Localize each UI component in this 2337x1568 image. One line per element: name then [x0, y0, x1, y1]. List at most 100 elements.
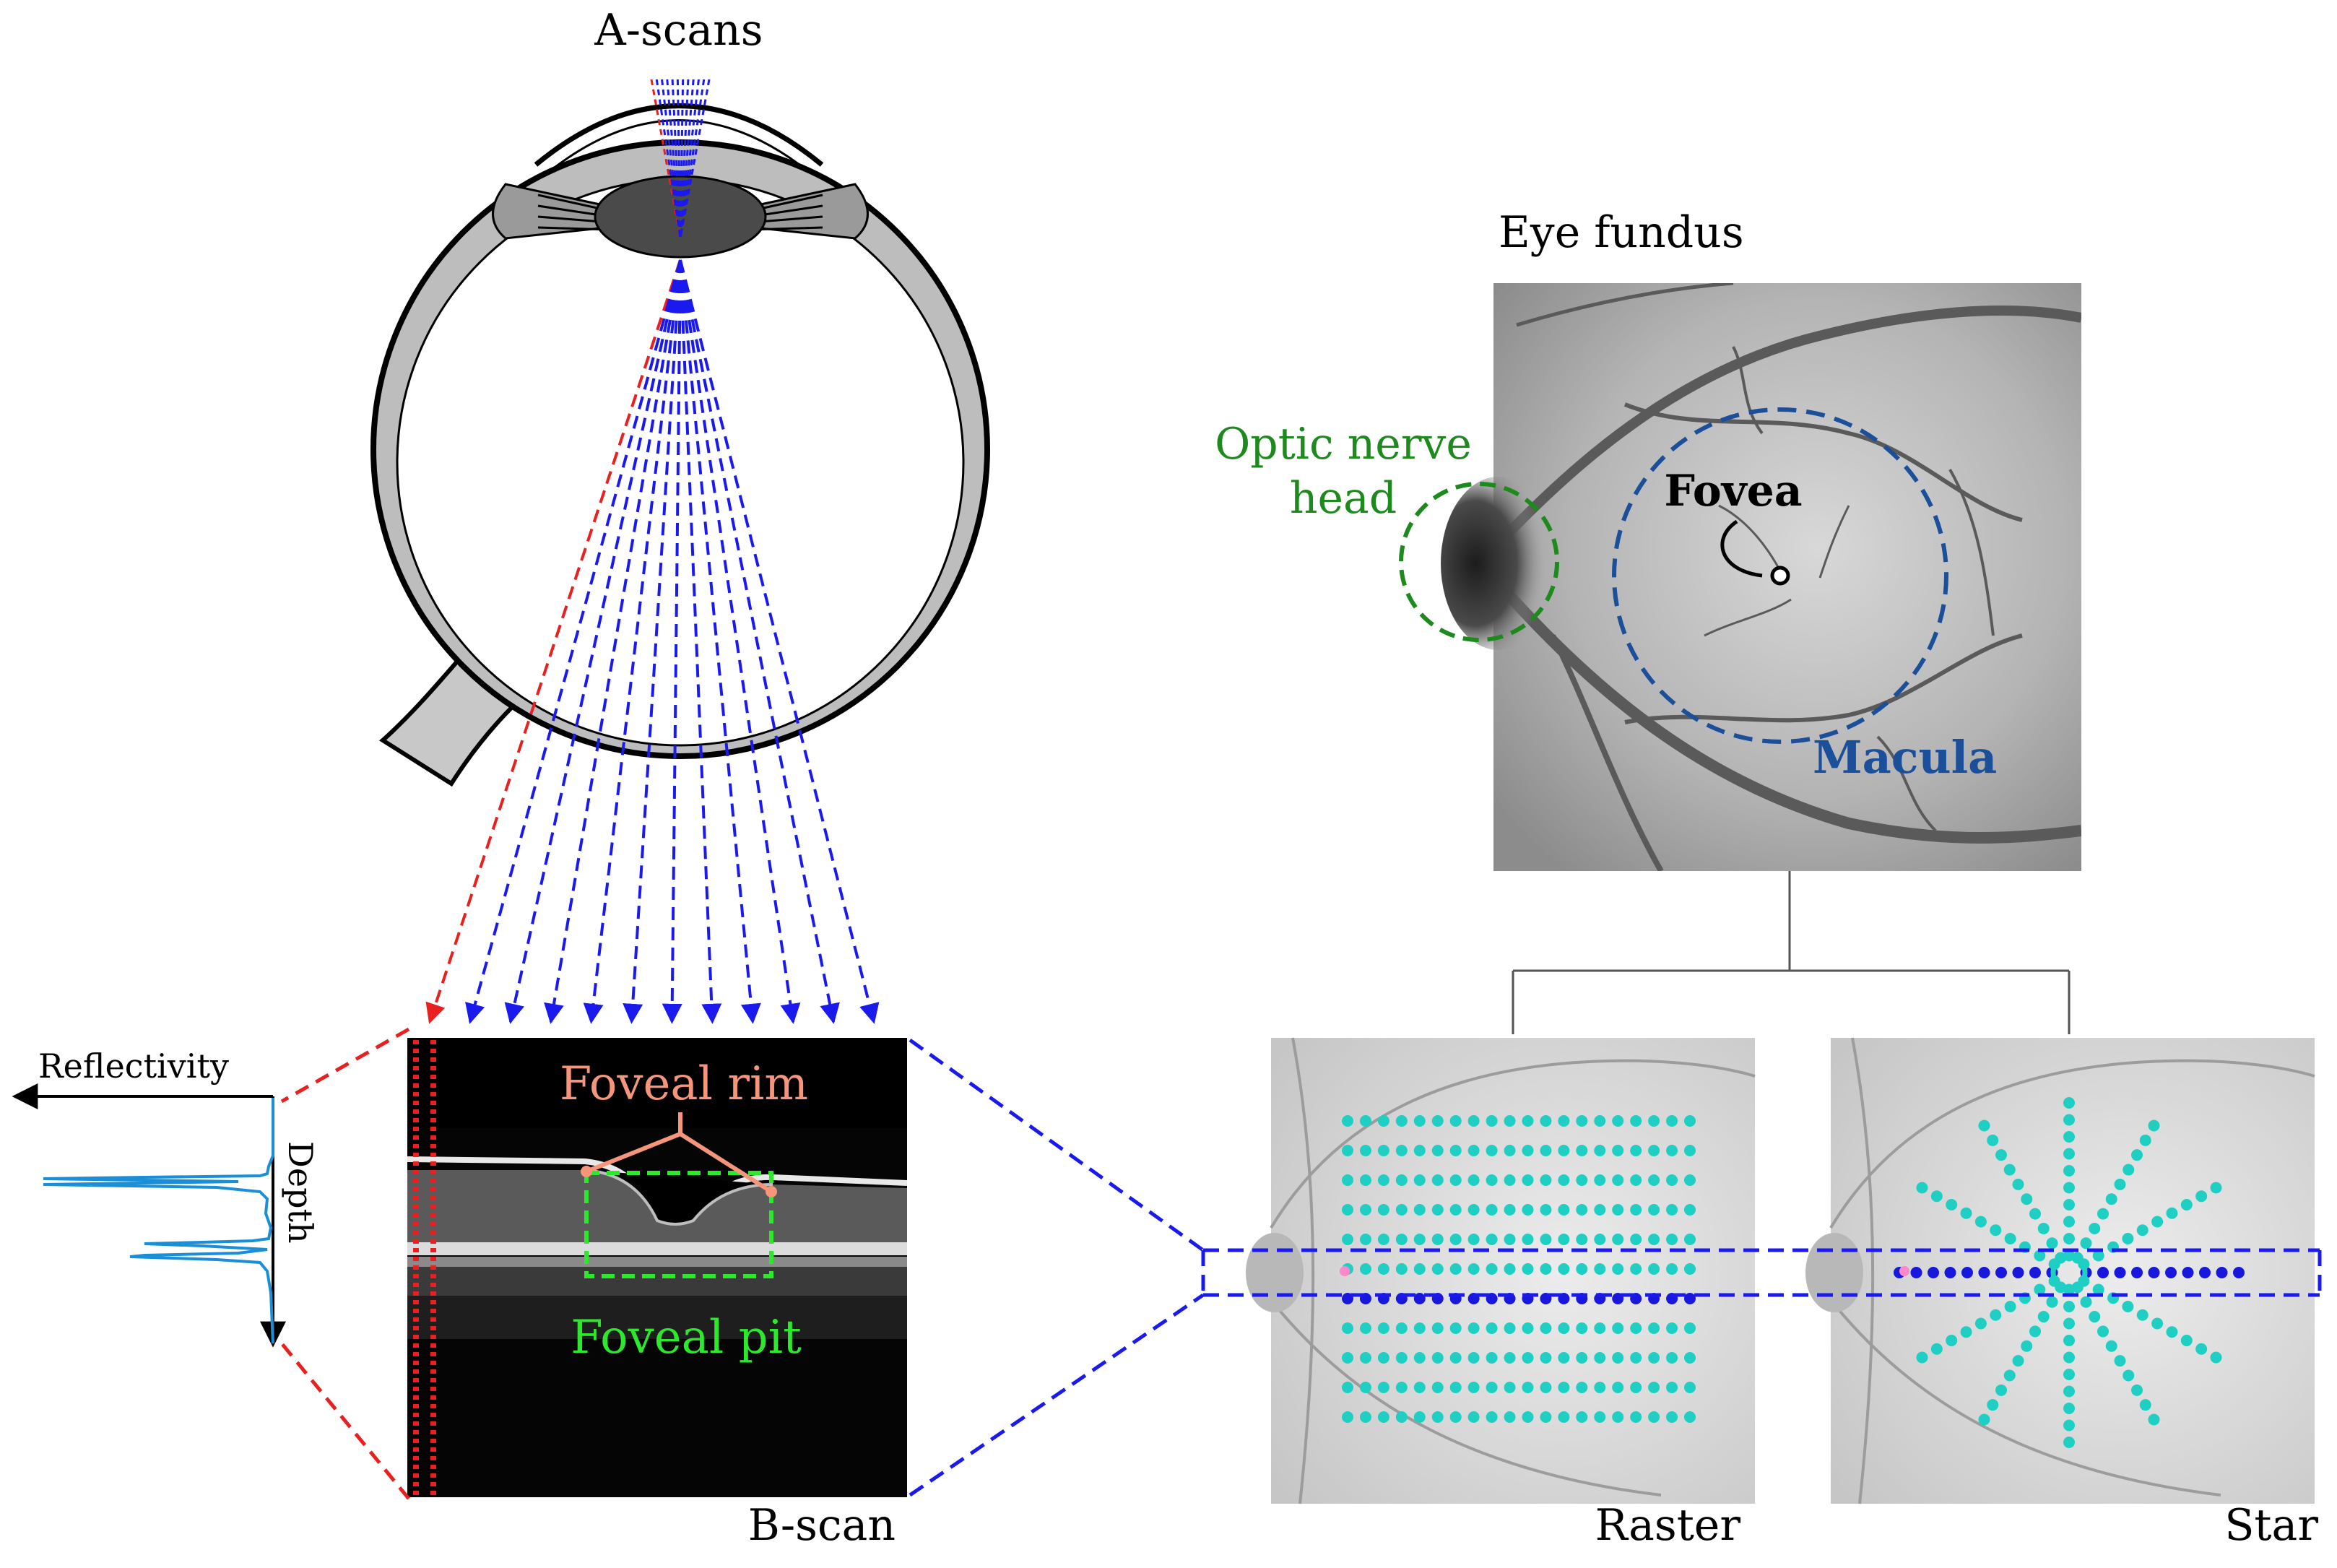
lens [594, 175, 767, 259]
raster-scan-dot [1395, 1204, 1408, 1216]
raster-scan-dot [1486, 1322, 1498, 1334]
raster-scan-dot [1449, 1145, 1462, 1156]
raster-scan-dot [1467, 1352, 1480, 1364]
raster-scan-dot [1522, 1322, 1534, 1334]
raster-scan-dot [1594, 1411, 1606, 1423]
star-pattern-panel [1805, 1037, 2315, 1504]
star-scan-dot [2063, 1317, 2075, 1330]
raster-scan-dot [1359, 1145, 1371, 1156]
star-scan-dot [2136, 1224, 2149, 1236]
star-scan-dot [1916, 1351, 1928, 1364]
raster-scan-dot [1522, 1174, 1534, 1186]
raster-scan-dot [1395, 1115, 1408, 1127]
raster-scan-dot [1684, 1293, 1696, 1304]
star-scan-dot [2063, 1182, 2075, 1194]
star-scan-dot [2180, 1335, 2193, 1346]
raster-scan-dot [1395, 1322, 1408, 1334]
star-scan-dot [2063, 1403, 2075, 1414]
raster-scan-dot [1540, 1263, 1552, 1275]
raster-scan-dot [1486, 1174, 1498, 1186]
raster-scan-dot [1431, 1263, 1444, 1275]
raster-scan-dot [1449, 1234, 1462, 1245]
raster-scan-dot [1504, 1115, 1516, 1127]
raster-scan-dot [1342, 1382, 1353, 1393]
raster-scan-dot [1684, 1115, 1696, 1127]
raster-scan-dot [1594, 1263, 1606, 1275]
star-scan-dot [2114, 1267, 2126, 1278]
raster-scan-dot [1594, 1115, 1606, 1127]
raster-scan-dot [1449, 1411, 1462, 1423]
raster-scan-dot [1558, 1145, 1570, 1156]
eye-fundus-label: Eye fundus [1499, 207, 1744, 258]
raster-label: Raster [1595, 1500, 1741, 1551]
star-scan-dot [1978, 1119, 1990, 1132]
raster-scan-dot [1359, 1115, 1371, 1127]
raster-scan-dot [1630, 1382, 1642, 1393]
star-scan-dot [2199, 1267, 2211, 1278]
raster-scan-dot [1684, 1382, 1696, 1393]
raster-scan-dot [1666, 1411, 1678, 1423]
raster-scan-dot [1684, 1204, 1696, 1216]
raster-scan-dot [1630, 1352, 1642, 1364]
star-scan-dot [2034, 1283, 2046, 1296]
star-scan-dot [1944, 1267, 1956, 1278]
raster-scan-dot [1576, 1411, 1588, 1423]
star-scan-dot [1961, 1267, 1973, 1278]
star-scan-dot [2037, 1311, 2050, 1323]
a-scan-ray [679, 259, 840, 1024]
raster-scan-dot [1395, 1145, 1408, 1156]
star-scan-dot [2182, 1267, 2194, 1278]
raster-scan-dot [1359, 1263, 1371, 1275]
star-scan-dot [2131, 1267, 2143, 1278]
raster-scan-dot [1486, 1115, 1498, 1127]
star-scan-dot [1946, 1199, 1958, 1210]
star-scan-dot [1978, 1413, 1990, 1426]
raster-scan-dot [1576, 1234, 1588, 1245]
raster-scan-dot [1359, 1382, 1371, 1393]
star-scan-dot [2063, 1301, 2075, 1312]
raster-scan-dot [1576, 1145, 1588, 1156]
optic-nerve-head-label-line2: head [1290, 473, 1397, 524]
raster-scan-dot [1648, 1145, 1660, 1156]
star-scan-dot [2165, 1267, 2177, 1278]
ciliary-body-left [492, 183, 608, 240]
raster-scan-dot [1504, 1411, 1516, 1423]
raster-scan-dot [1449, 1322, 1462, 1334]
raster-scan-dot [1413, 1174, 1426, 1186]
raster-scan-dot [1413, 1382, 1426, 1393]
a-scan-ray [583, 259, 682, 1024]
raster-scan-dot [1684, 1411, 1696, 1423]
raster-scan-dot [1395, 1382, 1408, 1393]
raster-scan-dot [1594, 1174, 1606, 1186]
raster-scan-dot [1377, 1411, 1389, 1423]
raster-scan-dot [1594, 1322, 1606, 1334]
reflectivity-label: Reflectivity [38, 1047, 229, 1086]
raster-scan-dot [1377, 1263, 1389, 1275]
raster-scan-dot [1576, 1204, 1588, 1216]
raster-scan-dot [1648, 1322, 1660, 1334]
star-scan-dot [2136, 1309, 2149, 1321]
star-scan-dot [2097, 1267, 2109, 1278]
star-scan-dot [1960, 1326, 1972, 1338]
raster-scan-dot [1666, 1352, 1678, 1364]
raster-scan-dots [1340, 1115, 1696, 1423]
star-scan-dot [2029, 1325, 2041, 1338]
raster-scan-dot [1504, 1352, 1516, 1364]
star-scan-dot [1946, 1335, 1958, 1346]
raster-scan-dot [1449, 1115, 1462, 1127]
onh-marker-dot [1340, 1266, 1350, 1276]
raster-scan-dot [1395, 1352, 1408, 1364]
raster-scan-dot [1486, 1145, 1498, 1156]
raster-scan-dot [1377, 1174, 1389, 1186]
raster-scan-dot [1612, 1234, 1624, 1245]
raster-scan-dot [1449, 1382, 1462, 1393]
raster-scan-dot [1342, 1411, 1353, 1423]
optic-nerve-head-label-line1: Optic nerve [1215, 419, 1472, 469]
raster-scan-dot [1342, 1145, 1353, 1156]
star-scan-dot [2004, 1233, 2016, 1244]
raster-scan-dot [1612, 1204, 1624, 1216]
raster-scan-dot [1612, 1263, 1624, 1275]
raster-scan-dot [1359, 1322, 1371, 1334]
raster-scan-dot [1612, 1382, 1624, 1393]
